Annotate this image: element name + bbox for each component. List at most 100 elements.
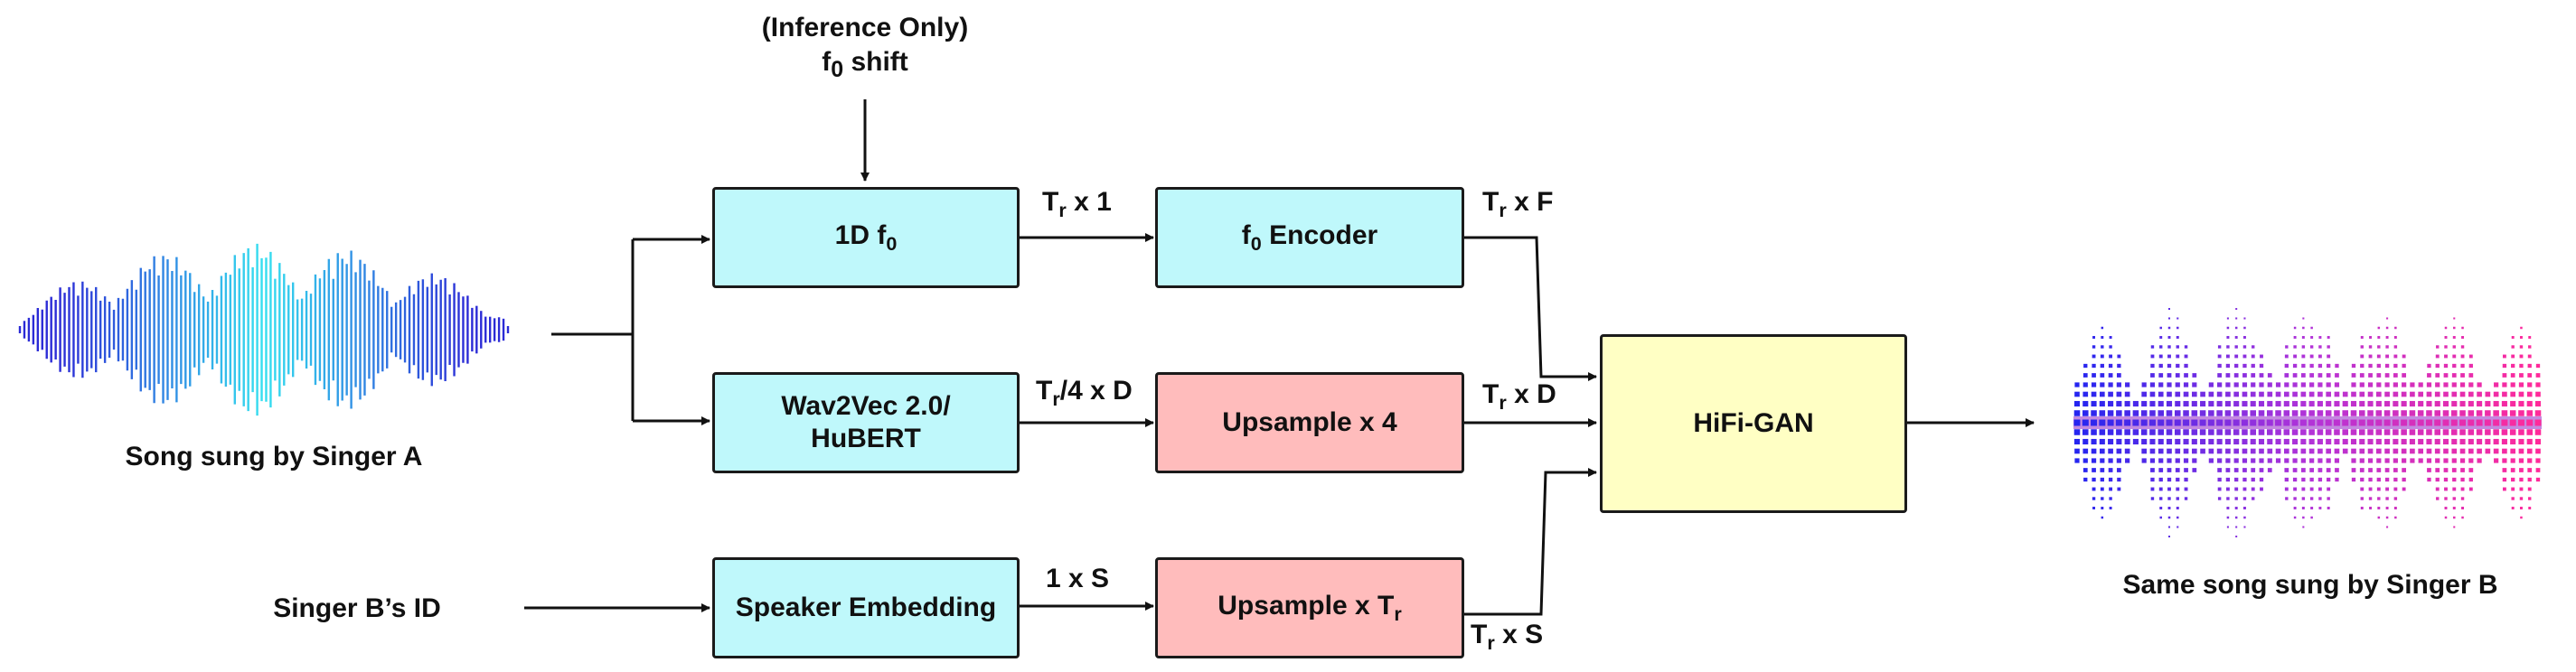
waveform-b-dot xyxy=(2409,438,2415,445)
waveform-b-dot xyxy=(2208,438,2214,445)
waveform-b-dot xyxy=(2266,429,2273,435)
waveform-b-dot xyxy=(2309,468,2315,472)
waveform-b-dot xyxy=(2393,458,2398,463)
waveform-b-dot xyxy=(2074,458,2080,463)
waveform-b-dot xyxy=(2434,438,2440,445)
waveform-b-dot xyxy=(2393,410,2399,416)
waveform-b-dot xyxy=(2368,477,2373,482)
waveform-b-dot xyxy=(2150,477,2155,482)
waveform-b-dot xyxy=(2392,419,2399,426)
waveform-b-dot xyxy=(2528,497,2532,500)
waveform-b-dot xyxy=(2502,458,2507,463)
waveform-b-dot xyxy=(2310,336,2314,339)
waveform-b-dot xyxy=(2358,429,2365,435)
waveform-b-dot xyxy=(2327,354,2331,359)
waveform-b-dot xyxy=(2176,497,2179,500)
waveform-b-dot xyxy=(2159,507,2163,509)
waveform-b-dot xyxy=(2502,373,2507,378)
waveform-b-dot xyxy=(2318,507,2322,509)
waveform-b-dot xyxy=(2242,410,2248,416)
waveform-b-dot xyxy=(2184,468,2188,472)
waveform-b-dot xyxy=(2242,497,2247,500)
waveform-b-dot xyxy=(2234,363,2239,369)
waveform-b-dot xyxy=(2259,477,2264,482)
waveform-b-dot xyxy=(2519,468,2524,472)
waveform-b-dot xyxy=(2402,487,2406,491)
waveform-b-dot xyxy=(2124,410,2130,416)
waveform-b-dot xyxy=(2117,487,2121,491)
waveform-b-dot xyxy=(2149,458,2156,463)
waveform-b-dot xyxy=(2384,373,2390,378)
waveform-b-dot xyxy=(2317,391,2323,397)
box-upsample-x4: Upsample x 4 xyxy=(1155,372,1464,473)
waveform-b-dot xyxy=(2318,345,2322,349)
waveform-b-dot xyxy=(2167,507,2171,509)
waveform-b-dot xyxy=(2528,507,2532,509)
waveform-b-dot xyxy=(2117,477,2121,482)
waveform-b-dot xyxy=(2234,345,2238,349)
waveform-b-dot xyxy=(2216,448,2223,454)
waveform-b-dot xyxy=(2317,438,2323,445)
waveform-b-dot xyxy=(2468,448,2474,454)
waveform-b-dot xyxy=(2535,477,2541,482)
waveform-b-dot xyxy=(2351,468,2356,472)
waveform-b-dot xyxy=(2334,458,2340,463)
waveform-b-dot xyxy=(2385,354,2390,359)
waveform-b-dot xyxy=(2452,487,2457,491)
waveform-b-dot xyxy=(2460,468,2465,472)
waveform-b-dot xyxy=(2518,458,2524,463)
waveform-b-dot xyxy=(2217,382,2223,387)
waveform-b-dot xyxy=(2401,400,2407,407)
waveform-b-dot xyxy=(2199,410,2206,416)
waveform-b-dot xyxy=(2267,458,2272,463)
waveform-b-dot xyxy=(2384,448,2390,454)
waveform-b-dot xyxy=(2301,363,2306,369)
waveform-b-dot xyxy=(2401,438,2407,445)
waveform-b-dot xyxy=(2493,391,2499,397)
waveform-b-dot xyxy=(2159,345,2163,349)
waveform-b-dot xyxy=(2511,477,2515,482)
waveform-b-dot xyxy=(2434,448,2440,454)
waveform-b-dot xyxy=(2167,448,2172,454)
waveform-b-dot xyxy=(2132,419,2139,426)
waveform-b-dot xyxy=(2234,497,2238,500)
waveform-b-dot xyxy=(2376,373,2382,378)
waveform-b-dot xyxy=(2444,497,2448,500)
waveform-b-dot xyxy=(2518,391,2524,397)
waveform-b-dot xyxy=(2484,419,2491,426)
waveform-b-dot xyxy=(2199,419,2206,426)
waveform-b-dot xyxy=(2116,391,2122,397)
waveform-b-dot xyxy=(2426,410,2432,416)
waveform-b-dot xyxy=(2417,410,2424,416)
waveform-b-dot xyxy=(2226,336,2230,339)
waveform-b-dot xyxy=(2443,477,2449,482)
waveform-b-dot xyxy=(2459,391,2466,397)
waveform-b-dot xyxy=(2493,400,2499,407)
waveform-b-dot xyxy=(2184,345,2188,349)
waveform-b-dot xyxy=(2494,382,2499,387)
waveform-b-dot xyxy=(2116,429,2122,435)
waveform-b-dot xyxy=(2243,516,2246,519)
waveform-b-dot xyxy=(2452,507,2456,509)
waveform-b-dot xyxy=(2325,429,2332,435)
waveform-b-dot xyxy=(2519,487,2524,491)
waveform-b-dot xyxy=(2435,468,2440,472)
waveform-b-dot xyxy=(2224,400,2231,407)
waveform-b-dot xyxy=(2461,516,2464,519)
waveform-b-dot xyxy=(2092,468,2096,472)
waveform-b-dot xyxy=(2183,410,2189,416)
waveform-b-dot xyxy=(2468,363,2473,369)
waveform-b-dot xyxy=(2132,410,2139,416)
waveform-b-dot xyxy=(2309,363,2314,369)
waveform-b-dot xyxy=(2359,448,2365,454)
waveform-b-dot xyxy=(2226,507,2230,509)
waveform-b-dot xyxy=(2435,363,2440,369)
waveform-b-dot xyxy=(2242,477,2247,482)
waveform-b-dot xyxy=(2159,516,2162,519)
waveform-b-dot xyxy=(2509,429,2516,435)
waveform-b-dot xyxy=(2260,487,2263,491)
waveform-b-dot xyxy=(2301,507,2305,509)
waveform-b-dot xyxy=(2149,400,2156,407)
waveform-b-dot xyxy=(2477,391,2482,397)
waveform-b-dot xyxy=(2091,419,2098,426)
